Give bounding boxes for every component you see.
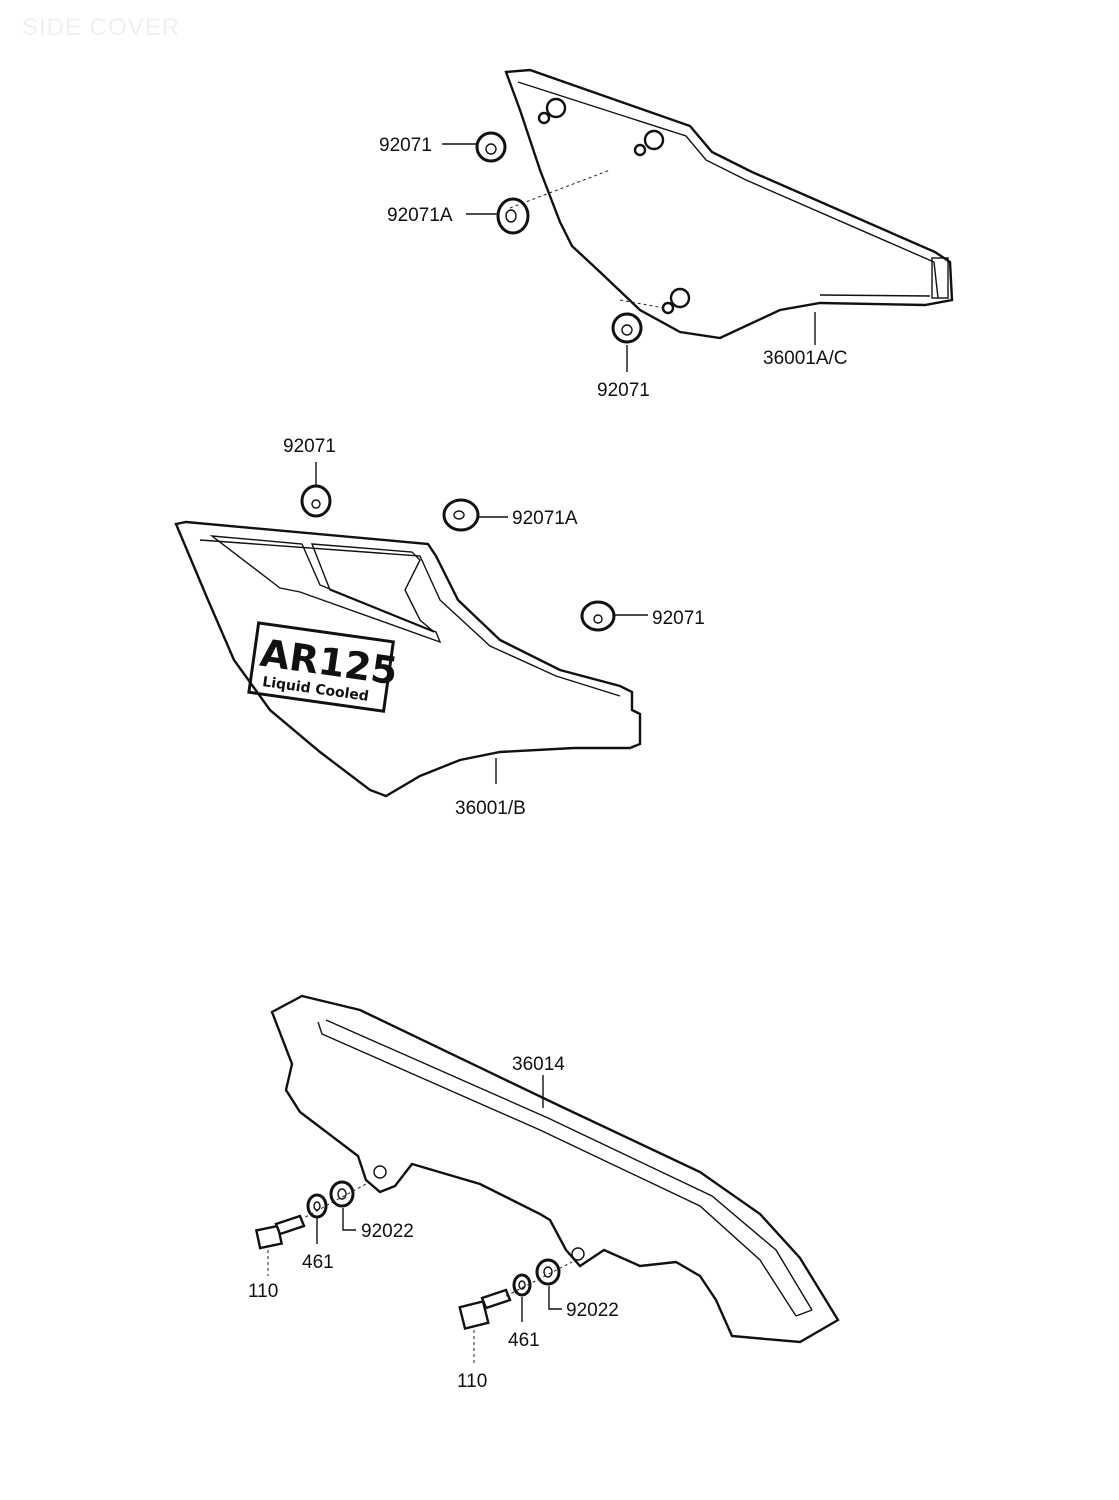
washer-461-right (512, 1273, 532, 1297)
label-110: 110 (457, 1371, 487, 1392)
label-92071a: 92071A (387, 205, 453, 226)
bolt-110-right (458, 1288, 512, 1331)
chain-cover (270, 994, 840, 1344)
grommet-92071-c (580, 600, 616, 632)
side-cover-outer: AR125 Liquid Cooled (174, 520, 642, 798)
label-92022: 92022 (566, 1300, 619, 1321)
side-cover-inner (504, 68, 954, 340)
label-92071: 92071 (283, 436, 336, 457)
label-36014: 36014 (512, 1054, 565, 1075)
bolt-110-left (254, 1214, 306, 1250)
label-92022: 92022 (361, 1221, 414, 1242)
page-title: SIDE COVER (22, 14, 181, 41)
label-110: 110 (248, 1281, 278, 1302)
label-92071: 92071 (379, 135, 432, 156)
grommet-92071-a (300, 484, 332, 518)
label-461: 461 (508, 1330, 540, 1351)
label-36001-b: 36001/B (455, 798, 526, 819)
label-92071: 92071 (597, 380, 650, 401)
washer-92022-left (329, 1180, 355, 1208)
washer-461-left (306, 1193, 328, 1219)
label-461: 461 (302, 1252, 334, 1273)
grommet-92071a (496, 197, 530, 235)
washer-92022-right (535, 1258, 561, 1286)
ar125-logo: AR125 Liquid Cooled (247, 621, 400, 713)
label-36001a-c: 36001A/C (763, 348, 848, 369)
grommet-92071-top (475, 131, 507, 163)
grommet-92071a-b (442, 498, 480, 532)
grommet-92071-bottom (611, 312, 643, 344)
label-92071a: 92071A (512, 508, 578, 529)
label-92071: 92071 (652, 608, 705, 629)
